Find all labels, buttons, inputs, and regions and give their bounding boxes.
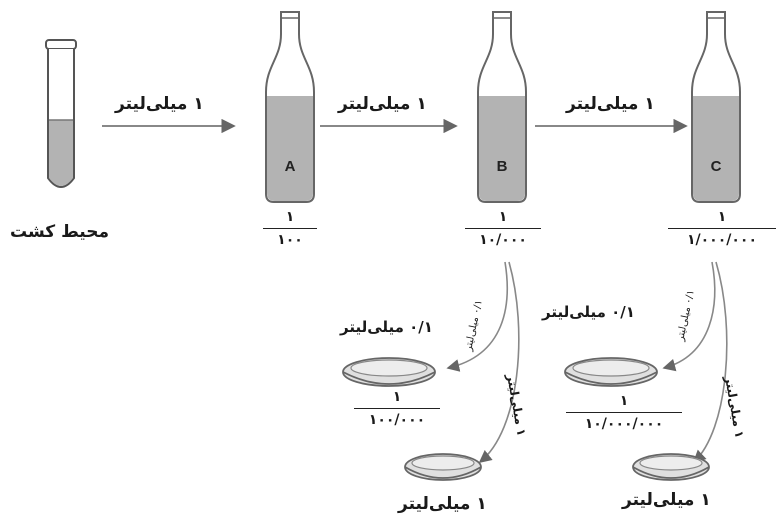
- fraction-numerator: ۱: [285, 209, 295, 225]
- transfer-label-3: ۱ میلی‌لیتر: [566, 94, 655, 114]
- fraction-bar: [668, 228, 776, 229]
- dilution-fraction-a: ۱ ۱۰۰: [263, 208, 317, 249]
- fraction-denominator: ۱۰۰: [277, 232, 303, 248]
- fraction-bar: [566, 412, 682, 413]
- fraction-denominator: ۱۰۰/۰۰۰: [368, 412, 426, 428]
- fraction-denominator: ۱۰/۰۰۰/۰۰۰: [584, 416, 664, 432]
- transfer-label-1: ۱ میلی‌لیتر: [115, 94, 204, 114]
- plate-bottom-label-2: ۱ میلی‌لیتر: [622, 490, 711, 510]
- fraction-numerator: ۱: [717, 209, 727, 225]
- source-label: محیط کشت: [10, 222, 110, 242]
- fraction-denominator: ۱۰/۰۰۰: [479, 232, 527, 248]
- fraction-bar: [263, 228, 317, 229]
- arrow-b-to-plate1: [446, 261, 508, 372]
- petri-dish-icon: [564, 357, 658, 387]
- plate-fraction-1: ۱ ۱۰۰/۰۰۰: [354, 388, 440, 429]
- fraction-bar: [354, 408, 440, 409]
- plate-bottom-label-1: ۱ میلی‌لیتر: [398, 494, 487, 514]
- bottle-b-icon: [477, 11, 527, 203]
- dilution-fraction-c: ۱ ۱/۰۰۰/۰۰۰: [668, 208, 776, 249]
- plate-fraction-2: ۱ ۱۰/۰۰۰/۰۰۰: [566, 392, 682, 433]
- bottle-c-label: C: [710, 158, 722, 175]
- bottle-c-icon: [691, 11, 741, 203]
- bottle-a-label: A: [284, 158, 296, 175]
- plate-label-2: ۰/۱ میلی‌لیتر: [542, 303, 635, 321]
- fraction-bar: [465, 228, 541, 229]
- arrow-b-to-plate2: [478, 261, 520, 464]
- petri-dish-icon: [632, 453, 710, 481]
- bottle-a-icon: [265, 11, 315, 203]
- bottle-b-label: B: [496, 158, 508, 175]
- fraction-denominator: ۱/۰۰۰/۰۰۰: [686, 232, 758, 248]
- fraction-numerator: ۱: [392, 389, 402, 405]
- dilution-fraction-b: ۱ ۱۰/۰۰۰: [465, 208, 541, 249]
- fraction-numerator: ۱: [498, 209, 508, 225]
- petri-dish-icon: [342, 357, 436, 387]
- petri-dish-icon: [404, 453, 482, 481]
- test-tube-icon: [45, 39, 77, 188]
- fraction-numerator: ۱: [619, 393, 629, 409]
- arrow-c-to-plate3: [662, 261, 716, 372]
- plate-label-1: ۰/۱ میلی‌لیتر: [340, 318, 433, 336]
- arrow-c-to-plate4: [692, 261, 728, 464]
- transfer-label-2: ۱ میلی‌لیتر: [338, 94, 427, 114]
